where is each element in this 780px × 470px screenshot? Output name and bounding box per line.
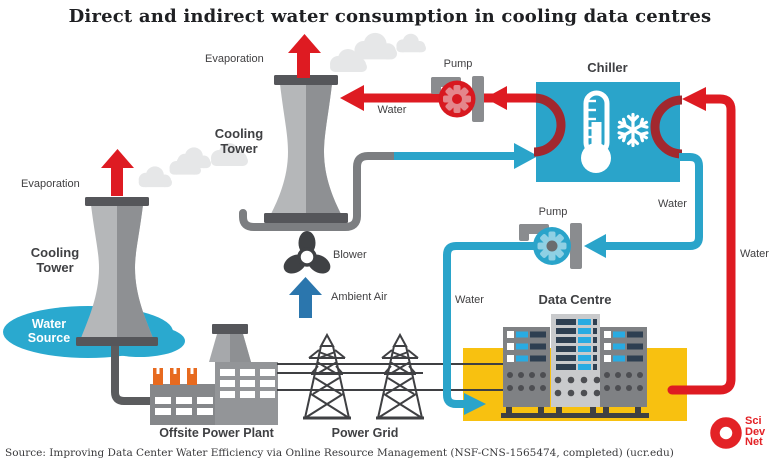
evaporation-arrow-center (288, 34, 321, 78)
power-grid-label: Power Grid (331, 426, 399, 440)
blower-icon (283, 231, 331, 274)
thermometer-icon (581, 90, 611, 173)
water-label-chiller-loop: Water (658, 198, 687, 210)
server-rack-left (501, 327, 552, 418)
logo-text: Sci Dev Net (745, 416, 765, 448)
evaporation-label-center: Evaporation (205, 53, 264, 65)
logo-ring-icon (710, 417, 742, 449)
blower-label: Blower (333, 249, 367, 261)
chiller-shape (533, 82, 683, 182)
arrow-into-pump2 (584, 234, 606, 258)
server-racks (501, 314, 649, 418)
water-source-label: Water Source (27, 317, 71, 346)
pipe-tower-to-chiller-gray (239, 152, 400, 231)
scidevnet-logo: Sci Dev Net (698, 404, 778, 460)
evaporation-arrow-left (101, 149, 134, 196)
water-label-to-datacentre: Water (455, 294, 484, 306)
server-rack-center (549, 314, 602, 418)
pipe-datacentre-to-chiller (667, 94, 736, 395)
water-label-return: Water (740, 248, 769, 260)
water-label-to-tower: Water (377, 104, 407, 116)
power-grid-pylon-1 (301, 333, 353, 420)
pump-mid-icon (519, 223, 582, 269)
cooling-tower-label-left: Cooling Tower (30, 245, 80, 275)
pump-top-label: Pump (443, 58, 473, 70)
source-note: Source: Improving Data Center Water Effi… (5, 447, 674, 459)
evaporation-label-left: Evaporation (21, 178, 80, 190)
pump-mid-label: Pump (538, 206, 568, 218)
arrow-into-datacentre (464, 393, 486, 415)
plant-chimneys (153, 368, 197, 385)
logo-line-3: Net (745, 436, 763, 448)
ambient-air-arrow (289, 277, 322, 318)
data-centre-label: Data Centre (538, 292, 612, 307)
pipe-tower-to-plant (111, 340, 156, 405)
chiller-label: Chiller (587, 60, 628, 75)
pipe-pump2-to-datacentre (443, 242, 545, 408)
arrow-into-chiller-left (514, 143, 538, 169)
pump-top-icon (431, 76, 484, 122)
offsite-power-plant-shape (150, 324, 278, 425)
logo-line-2: Dev (745, 425, 766, 438)
offsite-power-plant-label: Offsite Power Plant (159, 426, 274, 440)
arrow-into-chiller-right (682, 87, 706, 111)
cooling-tower-left-shape (76, 197, 158, 346)
diagram-title: Direct and indirect water consumption in… (68, 6, 712, 27)
cooling-tower-label-center: Cooling Tower (214, 126, 264, 156)
ambient-air-label: Ambient Air (331, 291, 388, 303)
power-grid-pylon-2 (374, 333, 426, 420)
pipe-chiller-to-pump2 (606, 153, 703, 250)
server-rack-right (598, 327, 649, 418)
logo-line-1: Sci (745, 415, 762, 427)
cooling-tower-center-shape (264, 75, 348, 223)
